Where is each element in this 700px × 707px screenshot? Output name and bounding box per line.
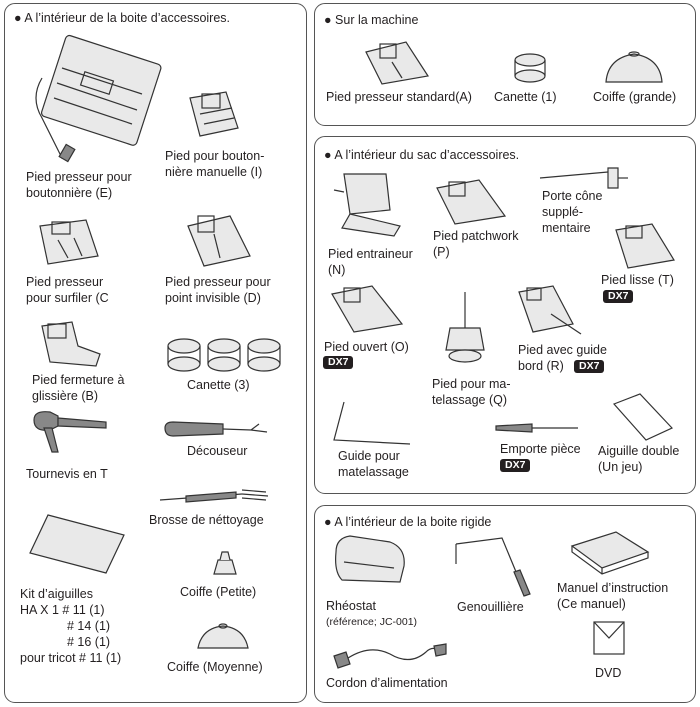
foot-control-ref-label: (référence; JC-001): [326, 616, 418, 628]
spool-cap-small-label: Coiffe (Petite): [180, 585, 257, 599]
power-cord-icon: [333, 643, 447, 669]
quilting-guide-icon: [333, 401, 411, 445]
manual-buttonhole-foot-label: Pied pour bouton-nière manuelle (I): [165, 149, 265, 179]
screwdriver-label: Tournevis en T: [26, 467, 108, 481]
knee-lifter-icon: [455, 537, 531, 597]
open-toe-foot-illustration: [331, 285, 404, 333]
walking-foot-label: Pied entraineur(N): [328, 247, 413, 277]
panel-accessory-bag: [314, 136, 696, 494]
spool-cap-small-icon: [213, 551, 237, 575]
seam-ripper-label: Découseur: [187, 444, 248, 458]
dx7-badge: DX7: [574, 360, 605, 373]
panel-hard-case: [314, 505, 696, 703]
spool-pin-icon: [539, 167, 628, 189]
standard-foot-illustration: [365, 41, 429, 85]
bobbin-icon: [167, 338, 281, 372]
foot-control-illustration: [335, 535, 405, 583]
spool-cap-large-label: Coiffe (grande): [593, 90, 677, 104]
zipper-foot-illustration: [41, 321, 101, 367]
spool-cap-medium-icon: [197, 623, 249, 649]
seam-ripper-icon: [164, 421, 268, 437]
twin-needle-label: Aiguille double(Un jeu): [598, 444, 680, 474]
brush-icon: [159, 489, 269, 503]
patchwork-foot-illustration: [436, 179, 507, 225]
spool-cap-medium-label: Coiffe (Moyenne): [167, 660, 263, 674]
quilting-foot-label: Pied pour ma-telassage (Q): [432, 377, 511, 407]
dx7-badge: DX7: [603, 290, 634, 303]
dx7-badge: DX7: [500, 459, 531, 472]
bobbin-single-icon: [514, 53, 546, 83]
patchwork-foot-label: Pied patchwork(P): [433, 229, 519, 259]
open-toe-foot-label: Pied ouvert (O): [324, 340, 409, 354]
foot-control-label: Rhéostat: [326, 599, 377, 613]
edge-guide-foot-illustration: [518, 285, 582, 335]
satin-foot-label: Pied lisse (T): [601, 273, 674, 287]
buttonhole-foot-illustration: [35, 34, 162, 163]
screwdriver-icon: [33, 411, 107, 453]
panel-title-accessory-bag: ● A l’intérieur du sac d’accessoires.: [324, 148, 520, 162]
quilting-foot-illustration: [445, 292, 485, 363]
overcast-foot-illustration: [39, 219, 99, 265]
dx7-badge: DX7: [323, 356, 354, 369]
power-cord-label: Cordon d’alimentation: [326, 676, 448, 690]
instruction-manual-label: Manuel d’instruction(Ce manuel): [557, 581, 669, 611]
knee-lifter-label: Genouillière: [457, 600, 524, 614]
dvd-sleeve-icon: [593, 621, 625, 655]
hole-punch-label: Emporte pièce: [500, 442, 581, 456]
blind-stitch-foot-illustration: [187, 215, 251, 267]
panel-title-hard-case: ● A l’intérieur de la boite rigide: [324, 515, 492, 529]
bobbin-single-label: Canette (1): [494, 90, 557, 104]
panel-accessory-box: [4, 3, 307, 703]
hole-punch-icon: [495, 423, 578, 433]
standard-foot-label: Pied presseur standard(A): [326, 90, 472, 104]
manual-buttonhole-foot-illustration: [189, 91, 239, 137]
walking-foot-illustration: [333, 173, 401, 237]
spool-cap-large-icon: [605, 51, 663, 83]
satin-foot-illustration: [615, 223, 675, 269]
panel-title-accessory-box: ● A l’intérieur de la boite d’accessoire…: [14, 11, 231, 25]
needle-kit-illustration: [29, 514, 125, 574]
bobbins-label: Canette (3): [187, 378, 250, 392]
needle-kit-label: Kit d’aiguilles HA X 1 # 11 (1) # 14 (1)…: [20, 587, 122, 665]
edge-guide-foot-label: Pied avec guide bord (R): [518, 343, 607, 373]
brush-label: Brosse de néttoyage: [149, 513, 264, 527]
twin-needle-package-illustration: [612, 393, 674, 441]
dvd-label: DVD: [595, 666, 622, 680]
panel-title-on-machine: ● Sur la machine: [324, 13, 419, 27]
panel-on-machine: [314, 3, 696, 126]
instruction-manual-illustration: [570, 531, 650, 575]
